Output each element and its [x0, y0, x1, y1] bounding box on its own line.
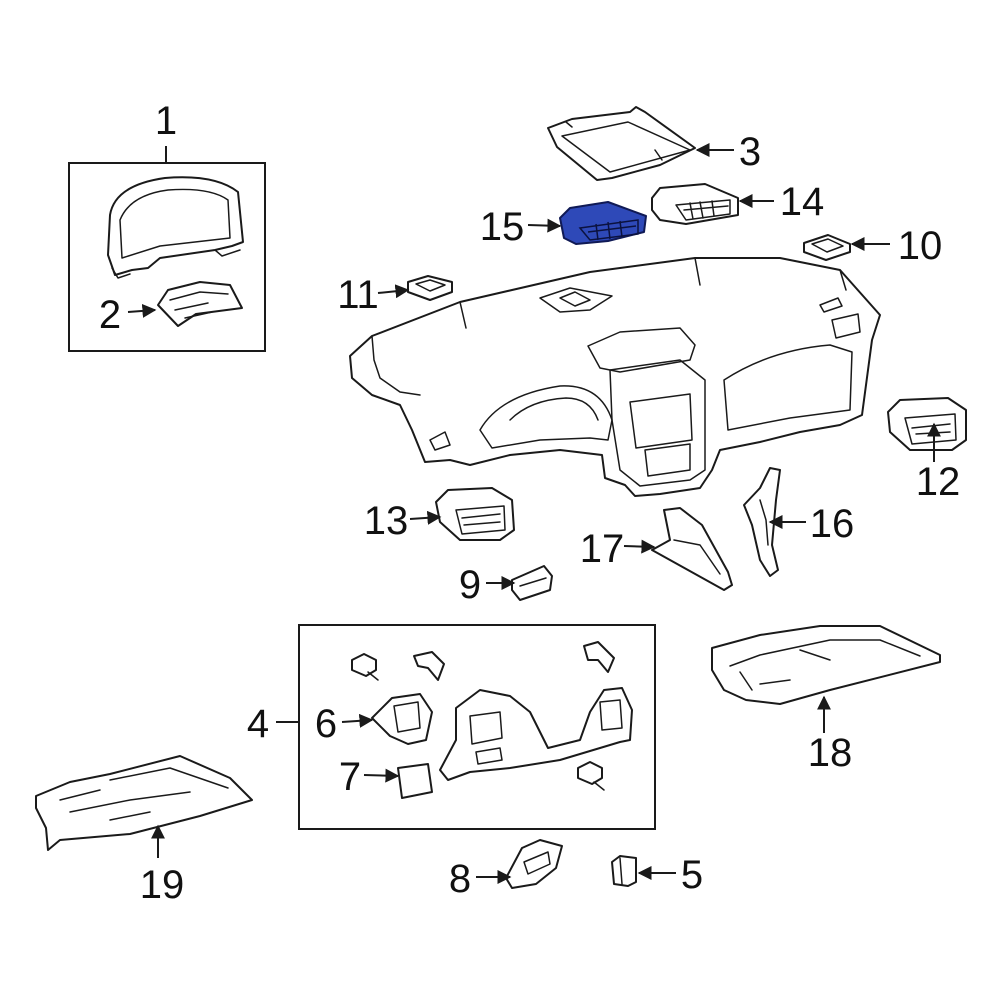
part-7-pad[interactable] — [397, 763, 433, 799]
part-12-vent[interactable] — [887, 397, 967, 451]
callout-2: 2 — [99, 293, 121, 337]
callout-7: 7 — [339, 755, 361, 799]
callout-12: 12 — [916, 460, 961, 504]
part-2-bracket[interactable] — [157, 281, 243, 327]
part-16-trim[interactable] — [743, 467, 781, 577]
instrument-panel[interactable] — [349, 257, 881, 497]
part-14-vent[interactable] — [651, 183, 739, 225]
callout-16: 16 — [810, 502, 855, 546]
part-10-clip[interactable] — [803, 234, 851, 261]
leader-line-15 — [527, 218, 562, 233]
callout-8: 8 — [449, 857, 471, 901]
part-1-cluster-hood[interactable] — [107, 176, 244, 279]
group-box-lower-panel — [298, 624, 656, 830]
callout-13: 13 — [364, 499, 409, 543]
part-13-vent[interactable] — [435, 487, 515, 541]
callout-11: 11 — [337, 273, 379, 317]
clip-icon — [583, 641, 615, 673]
callout-3: 3 — [739, 130, 761, 174]
clip-icon — [413, 651, 445, 681]
callout-6: 6 — [315, 702, 337, 746]
bolt-icon — [577, 761, 605, 791]
part-15-vent-highlighted[interactable] — [559, 201, 647, 245]
leader-line-6 — [341, 713, 374, 728]
part-18-under-cover[interactable] — [711, 625, 941, 705]
callout-5: 5 — [681, 853, 703, 897]
part-3-panel[interactable] — [547, 106, 696, 181]
leader-line-17 — [623, 539, 656, 554]
callout-19: 19 — [140, 863, 185, 907]
callout-18: 18 — [808, 731, 853, 775]
bolt-icon — [351, 653, 379, 681]
callout-10: 10 — [898, 224, 943, 268]
part-11-clip[interactable] — [407, 275, 453, 301]
callout-9: 9 — [459, 563, 481, 607]
part-6-bracket[interactable] — [371, 693, 433, 745]
callout-4: 4 — [247, 702, 269, 746]
callout-14: 14 — [780, 180, 825, 224]
part-9-bracket[interactable] — [511, 565, 553, 601]
part-17-trim[interactable] — [651, 507, 733, 591]
leader-line-13 — [409, 510, 442, 525]
part-4-lower-panel[interactable] — [439, 687, 633, 781]
callout-1: 1 — [155, 99, 177, 143]
part-8-cover[interactable] — [505, 839, 563, 889]
callout-17: 17 — [580, 527, 625, 571]
leader-line-7 — [363, 768, 400, 783]
part-5-switch[interactable] — [611, 855, 637, 887]
leader-line-11 — [377, 284, 410, 299]
callout-15: 15 — [480, 205, 525, 249]
leader-line-2 — [127, 303, 157, 318]
part-19-under-cover[interactable] — [35, 755, 253, 851]
